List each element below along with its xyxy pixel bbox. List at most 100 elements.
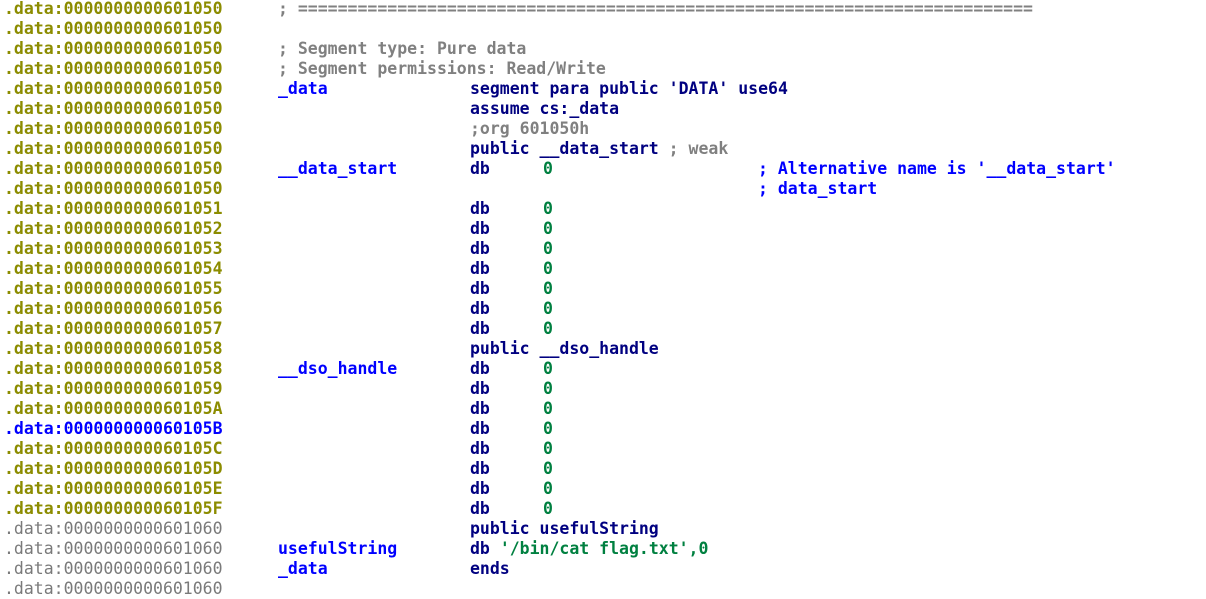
line-instruction[interactable]: db bbox=[470, 299, 490, 319]
instruction-text[interactable]: db bbox=[470, 539, 500, 558]
instruction-text[interactable]: db bbox=[470, 199, 490, 218]
line-address[interactable]: .data:0000000000601058 bbox=[4, 359, 223, 378]
line-instruction[interactable]: db bbox=[470, 279, 490, 299]
line-address[interactable]: .data:000000000060105E bbox=[4, 479, 223, 498]
line-address[interactable]: .data:000000000060105F bbox=[4, 499, 223, 518]
line-address[interactable]: .data:0000000000601050 bbox=[4, 99, 223, 118]
line-address[interactable]: .data:0000000000601050 bbox=[4, 59, 223, 78]
listing-line[interactable]: .data:000000000060105B db 0 bbox=[0, 419, 1206, 439]
line-operand[interactable]: 0 bbox=[543, 319, 553, 338]
line-operand[interactable]: 0 bbox=[543, 399, 553, 418]
line-operand[interactable]: 0 bbox=[543, 359, 553, 378]
instruction-text[interactable]: db bbox=[470, 459, 490, 478]
line-operand[interactable]: 0 bbox=[543, 259, 553, 278]
listing-line[interactable]: .data:0000000000601060 bbox=[0, 579, 1206, 599]
listing-line[interactable]: .data:0000000000601050; data_start bbox=[0, 179, 1206, 199]
listing-line[interactable]: .data:0000000000601053 db 0 bbox=[0, 239, 1206, 259]
line-instruction[interactable]: public usefulString bbox=[470, 519, 659, 539]
line-address[interactable]: .data:0000000000601050 bbox=[4, 179, 223, 198]
line-operand[interactable]: 0 bbox=[543, 239, 553, 258]
listing-line[interactable]: .data:0000000000601050; ================… bbox=[0, 0, 1206, 19]
line-instruction[interactable]: db bbox=[470, 259, 490, 279]
line-instruction[interactable]: db bbox=[470, 239, 490, 259]
line-instruction[interactable]: public __dso_handle bbox=[470, 339, 659, 359]
line-address[interactable]: .data:0000000000601050 bbox=[4, 139, 223, 158]
instruction-text[interactable]: public usefulString bbox=[470, 519, 659, 538]
line-address[interactable]: .data:0000000000601060 bbox=[4, 579, 223, 598]
listing-line[interactable]: .data:000000000060105A db 0 bbox=[0, 399, 1206, 419]
line-operand[interactable]: 0 bbox=[543, 419, 553, 438]
instruction-text[interactable]: db bbox=[470, 399, 490, 418]
string-operand[interactable]: '/bin/cat flag.txt',0 bbox=[499, 539, 709, 558]
line-address[interactable]: .data:0000000000601060 bbox=[4, 559, 223, 578]
line-operand[interactable]: 0 bbox=[543, 379, 553, 398]
listing-line[interactable]: .data:000000000060105F db 0 bbox=[0, 499, 1206, 519]
instruction-text[interactable]: assume cs:_data bbox=[470, 99, 620, 118]
line-instruction[interactable]: ;org 601050h bbox=[470, 119, 589, 139]
line-address[interactable]: .data:0000000000601057 bbox=[4, 319, 223, 338]
line-instruction[interactable]: public __data_start ; weak bbox=[470, 139, 728, 159]
line-operand[interactable]: 0 bbox=[543, 479, 553, 498]
instruction-text[interactable]: public __dso_handle bbox=[470, 339, 659, 358]
line-address[interactable]: .data:0000000000601050 bbox=[4, 159, 223, 178]
line-address[interactable]: .data:0000000000601050 bbox=[4, 0, 223, 18]
instruction-text[interactable]: db bbox=[470, 239, 490, 258]
instruction-text[interactable]: db bbox=[470, 259, 490, 278]
instruction-text[interactable]: db bbox=[470, 219, 490, 238]
line-address[interactable]: .data:000000000060105A bbox=[4, 399, 223, 418]
line-address[interactable]: .data:0000000000601051 bbox=[4, 199, 223, 218]
line-operand[interactable]: 0 bbox=[543, 199, 553, 218]
instruction-text[interactable]: ends bbox=[470, 559, 510, 578]
line-operand[interactable]: 0 bbox=[543, 299, 553, 318]
listing-line[interactable]: .data:0000000000601051 db 0 bbox=[0, 199, 1206, 219]
instruction-text[interactable]: db bbox=[470, 499, 490, 518]
listing-line[interactable]: .data:0000000000601060 usefulString db '/b… bbox=[0, 539, 1206, 559]
listing-line[interactable]: .data:0000000000601050 bbox=[0, 19, 1206, 39]
line-address[interactable]: .data:0000000000601053 bbox=[4, 239, 223, 258]
line-instruction[interactable]: db bbox=[470, 439, 490, 459]
listing-line[interactable]: .data:0000000000601060 public usefulStrin… bbox=[0, 519, 1206, 539]
instruction-text[interactable]: db bbox=[470, 419, 490, 438]
line-label[interactable]: usefulString bbox=[278, 539, 398, 558]
line-address[interactable]: .data:000000000060105B bbox=[4, 419, 223, 438]
line-instruction[interactable]: db bbox=[470, 459, 490, 479]
line-instruction[interactable]: db bbox=[470, 359, 490, 379]
line-instruction[interactable]: db bbox=[470, 219, 490, 239]
line-address[interactable]: .data:0000000000601060 bbox=[4, 539, 223, 558]
line-instruction[interactable]: db bbox=[470, 479, 490, 499]
line-address[interactable]: .data:0000000000601050 bbox=[4, 19, 223, 38]
instruction-text[interactable]: db bbox=[470, 439, 490, 458]
listing-line[interactable]: .data:0000000000601050 assume cs:_data bbox=[0, 99, 1206, 119]
line-address[interactable]: .data:000000000060105C bbox=[4, 439, 223, 458]
line-instruction[interactable]: segment para public 'DATA' use64 bbox=[470, 79, 788, 99]
line-address[interactable]: .data:0000000000601050 bbox=[4, 119, 223, 138]
line-instruction[interactable]: db bbox=[470, 419, 490, 439]
line-address[interactable]: .data:0000000000601059 bbox=[4, 379, 223, 398]
listing-line[interactable]: .data:0000000000601050 ;org 601050h bbox=[0, 119, 1206, 139]
line-instruction[interactable]: assume cs:_data bbox=[470, 99, 619, 119]
listing-line[interactable]: .data:0000000000601050; Segment permissi… bbox=[0, 59, 1206, 79]
line-instruction[interactable]: db bbox=[470, 379, 490, 399]
line-operand[interactable]: 0 bbox=[543, 499, 553, 518]
line-address[interactable]: .data:0000000000601050 bbox=[4, 39, 223, 58]
line-label[interactable]: _data bbox=[278, 79, 328, 98]
listing-line[interactable]: .data:000000000060105E db 0 bbox=[0, 479, 1206, 499]
line-operand[interactable]: 0 bbox=[543, 439, 553, 458]
line-address[interactable]: .data:0000000000601060 bbox=[4, 519, 223, 538]
line-instruction[interactable]: db bbox=[470, 199, 490, 219]
instruction-text[interactable]: db bbox=[470, 359, 490, 378]
listing-line[interactable]: .data:0000000000601050 public __data_star… bbox=[0, 139, 1206, 159]
line-operand[interactable]: 0 bbox=[543, 219, 553, 238]
line-address[interactable]: .data:000000000060105D bbox=[4, 459, 223, 478]
line-address[interactable]: .data:0000000000601052 bbox=[4, 219, 223, 238]
line-label[interactable]: _data bbox=[278, 559, 328, 578]
